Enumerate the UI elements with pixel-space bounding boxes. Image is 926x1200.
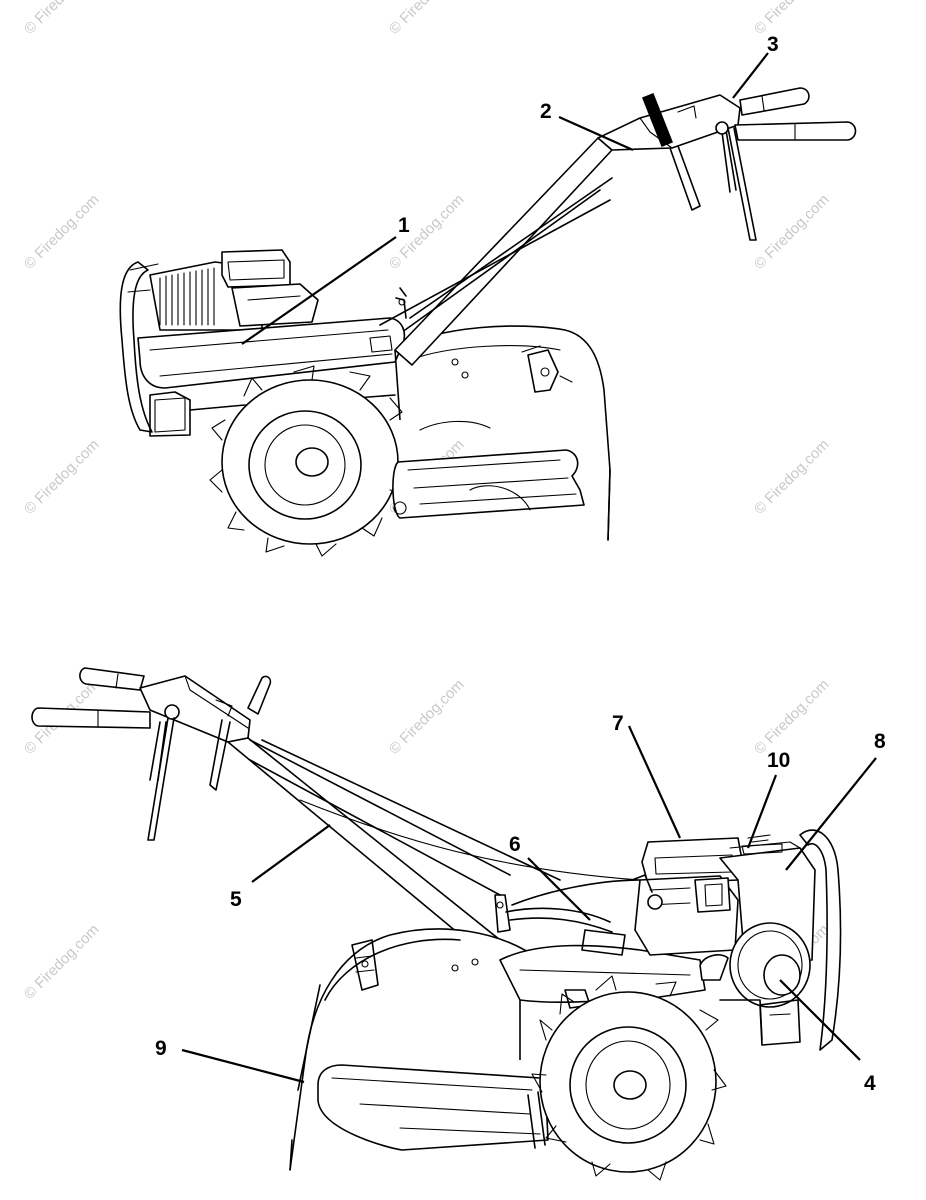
belt-cover [137, 317, 406, 389]
callout-labels: 1 2 3 4 5 6 7 8 9 10 [155, 33, 886, 1095]
throttle-knob [642, 93, 673, 147]
front-bumper [799, 829, 842, 1051]
watermark: © Firedog.com [21, 191, 103, 273]
handlebar-bottom [31, 667, 641, 973]
engine-bottom [631, 829, 842, 1051]
front-bumper [119, 261, 153, 433]
callout-6: 6 [509, 833, 521, 856]
wheel-top [209, 365, 403, 557]
watermark: © Firedog.com [21, 436, 103, 518]
callout-4: 4 [864, 1072, 876, 1095]
watermark: © Firedog.com [386, 676, 468, 758]
handlebar-top [379, 87, 857, 366]
watermark: © Firedog.com [751, 0, 833, 38]
callout-8: 8 [874, 730, 886, 753]
callout-9: 9 [155, 1037, 167, 1060]
callout-5: 5 [230, 888, 242, 911]
callout-3: 3 [767, 33, 779, 56]
callout-2: 2 [540, 100, 552, 123]
callout-1: 1 [398, 214, 410, 237]
watermark: © Firedog.com [751, 191, 833, 273]
watermark: © Firedog.com [751, 436, 833, 518]
watermark: © Firedog.com [21, 0, 103, 38]
wheel-bottom [531, 975, 727, 1181]
leaders-bottom [181, 725, 877, 1084]
tiller-bottom-view [31, 667, 877, 1181]
callout-10: 10 [767, 749, 790, 772]
watermark: © Firedog.com [21, 921, 103, 1003]
side-shield [392, 449, 585, 519]
callout-7: 7 [612, 712, 624, 735]
engine-block [149, 249, 319, 331]
watermark: © Firedog.com [751, 676, 833, 758]
leaders-top [241, 52, 769, 345]
tiller-top-view [119, 52, 857, 557]
watermark: © Firedog.com [386, 0, 468, 38]
